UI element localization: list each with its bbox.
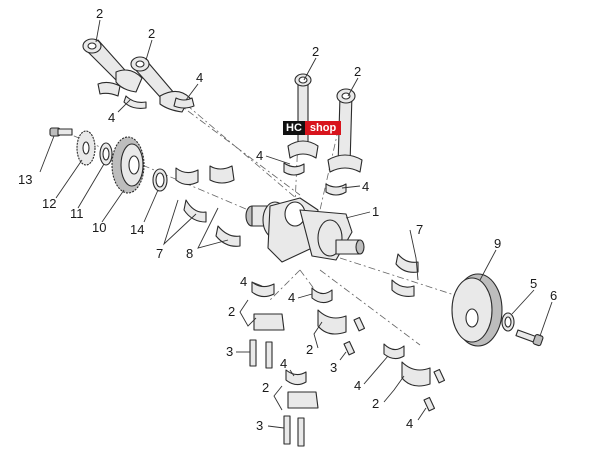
callout-7: 7 (156, 246, 163, 261)
pulley-9 (451, 273, 503, 347)
callout-4: 4 (240, 274, 247, 289)
callout-6: 6 (550, 288, 557, 303)
rod-cap-right (401, 361, 431, 387)
callout-9: 9 (494, 236, 501, 251)
callout-2: 2 (372, 396, 379, 411)
bolt-6 (515, 329, 544, 347)
cap-bolt-lower-2 (297, 417, 305, 447)
connecting-rod-upper-right (287, 73, 319, 159)
bearing-shell-c (283, 162, 305, 176)
callout-5: 5 (530, 276, 537, 291)
callout-2: 2 (354, 64, 361, 79)
gear-12 (76, 130, 96, 166)
cap-bolt-lower-1 (283, 415, 291, 445)
callout-2: 2 (312, 44, 319, 59)
logo-hc: HC (283, 121, 305, 135)
cap-bolt-right-2 (423, 396, 436, 412)
callout-8: 8 (186, 246, 193, 261)
bolt-13 (49, 127, 73, 137)
rod-cap-left (253, 313, 285, 331)
callout-2: 2 (306, 342, 313, 357)
callout-2: 2 (228, 304, 235, 319)
bearing-shell-a (123, 95, 147, 109)
main-bearing-7a (175, 167, 199, 186)
callout-7: 7 (416, 222, 423, 237)
bearing-shell-g (311, 287, 333, 304)
main-bearing-7d (391, 279, 415, 297)
callout-3: 3 (256, 418, 263, 433)
callout-2: 2 (96, 6, 103, 21)
cap-bolt-left-1 (249, 339, 257, 367)
bearing-shell-f (285, 369, 307, 386)
rod-cap-middle (317, 309, 347, 335)
connecting-rod-upper-left (82, 38, 143, 97)
cap-bolt-middle-2 (343, 340, 356, 356)
connecting-rod-upper-right-2 (327, 88, 363, 173)
callout-2: 2 (148, 26, 155, 41)
callout-labels: 2 2 4 4 2 2 4 4 1 13 12 11 10 14 7 8 7 9… (18, 6, 557, 433)
hc-shop-logo: HC shop (283, 121, 342, 135)
callout-10: 10 (92, 220, 106, 235)
callout-4: 4 (108, 110, 115, 125)
main-bearing-8b (215, 225, 241, 247)
cap-bolt-left-2 (265, 341, 273, 369)
callout-4: 4 (406, 416, 413, 431)
callout-4: 4 (196, 70, 203, 85)
callout-3: 3 (226, 344, 233, 359)
callout-3: 3 (330, 360, 337, 375)
cap-bolt-middle-1 (353, 316, 366, 332)
callout-14: 14 (130, 222, 144, 237)
bearing-shell-b (173, 97, 195, 109)
cap-bolt-right-1 (433, 368, 446, 384)
logo-shop: shop (304, 121, 342, 135)
washer-5 (501, 312, 515, 332)
callout-4: 4 (280, 356, 287, 371)
bearing-shell-h (383, 343, 405, 360)
callout-1: 1 (372, 204, 379, 219)
main-bearing-7c (395, 253, 419, 273)
leader-lines (39, 19, 553, 429)
callout-4: 4 (288, 290, 295, 305)
callout-4: 4 (362, 179, 369, 194)
main-bearing-7b (183, 199, 207, 223)
callout-12: 12 (42, 196, 56, 211)
rod-cap-lower (287, 391, 319, 409)
bearing-shell-d (325, 183, 347, 196)
gear-10 (111, 136, 145, 194)
callout-4: 4 (354, 378, 361, 393)
callout-11: 11 (70, 206, 84, 221)
callout-2: 2 (262, 380, 269, 395)
bearing-shell-e (251, 281, 275, 298)
callout-13: 13 (18, 172, 32, 187)
crankshaft (245, 197, 365, 263)
seal-14 (152, 168, 168, 192)
callout-4: 4 (256, 148, 263, 163)
washer-11 (99, 142, 113, 166)
main-bearing-8a (209, 165, 235, 184)
